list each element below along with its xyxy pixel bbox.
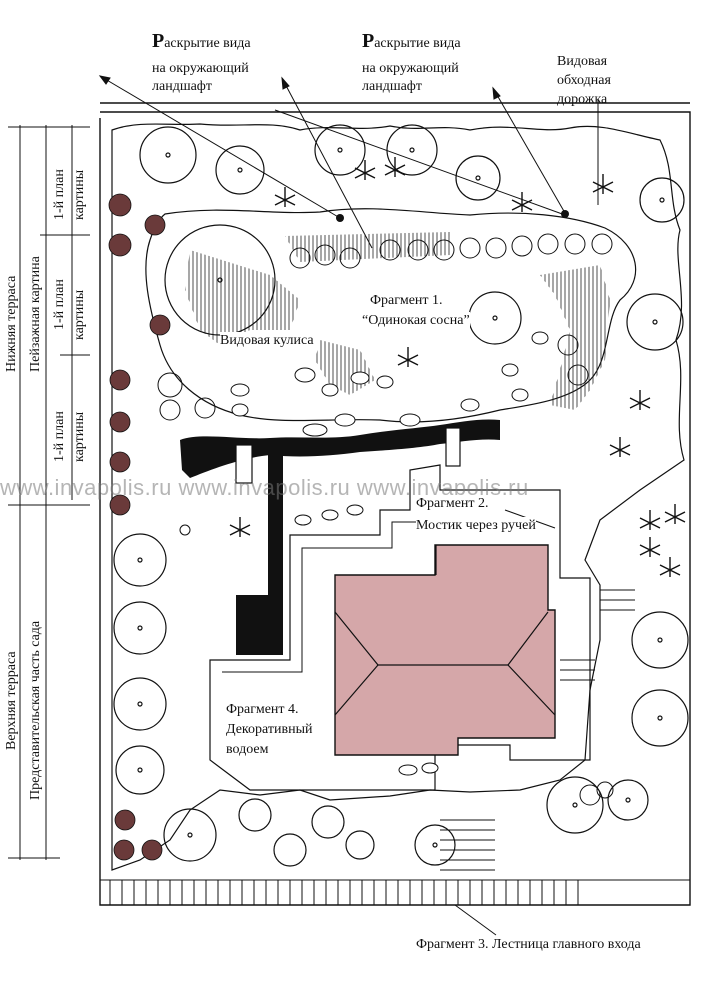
view-label-1: Раскрытие вида (152, 30, 251, 52)
view-label-1-line2: на окружающий (152, 61, 249, 76)
flowerbed-shrubs (238, 798, 375, 867)
stream (180, 419, 500, 478)
fragment-2-name: Мостик через ручей (416, 517, 536, 534)
terrace-outline (209, 464, 591, 791)
fragment-1-name: “Одинокая сосна” (362, 312, 470, 329)
side-scale (8, 125, 90, 860)
representative-label: Представительская часть сада (28, 620, 43, 800)
watermark: www.invapolis.ru www.invapolis.ru www.in… (0, 475, 529, 500)
plan-label-2a: 1-й план (52, 279, 67, 330)
fragment-2-title: Фрагмент 2. (416, 495, 489, 512)
shrubs (157, 233, 614, 806)
star-shrubs (229, 157, 686, 577)
decorative-pond (236, 455, 283, 655)
plan-label-1b: картины (72, 169, 87, 220)
plan-label-2b: картины (72, 289, 87, 340)
kulisa-label: Видовая кулиса (220, 332, 314, 349)
view-label-2: Раскрытие вида (362, 30, 461, 52)
house (334, 544, 556, 756)
site-boundary (99, 102, 691, 906)
path-label-line3: дорожка (557, 92, 608, 107)
plan-label-1a: 1-й план (52, 169, 67, 220)
plan-label-3b: картины (72, 411, 87, 462)
main-staircase (100, 879, 690, 906)
fragment-1-title: Фрагмент 1. (370, 292, 443, 309)
stair-treads (109, 880, 579, 905)
view-label-1-line3: ландшафт (152, 79, 212, 94)
path-label: Видовая (557, 54, 608, 69)
terrace-outline-inner (222, 521, 420, 673)
plan-label-3a: 1-й план (52, 411, 67, 462)
lower-terrace-label: Нижняя терраса (4, 275, 19, 372)
fragment-4-name-line2: водоем (226, 741, 269, 758)
accent-dots (179, 210, 569, 536)
fragment-4-title: Фрагмент 4. (226, 701, 299, 718)
stones (230, 331, 549, 776)
conifers (108, 193, 171, 861)
bridges (235, 427, 461, 484)
side-stairs (440, 589, 635, 871)
view-label-2-line3: ландшафт (362, 79, 422, 94)
path-label-line2: обходная (557, 73, 611, 88)
fragment-3-label: Фрагмент 3. Лестница главного входа (416, 937, 641, 952)
landscape-picture-label: Пейзажная картина (28, 256, 43, 372)
upper-terrace-label: Верхняя терраса (4, 651, 19, 750)
fragment-4-name: Декоративный (226, 721, 313, 738)
garden-outline (111, 123, 685, 871)
view-label-2-line2: на окружающий (362, 61, 459, 76)
